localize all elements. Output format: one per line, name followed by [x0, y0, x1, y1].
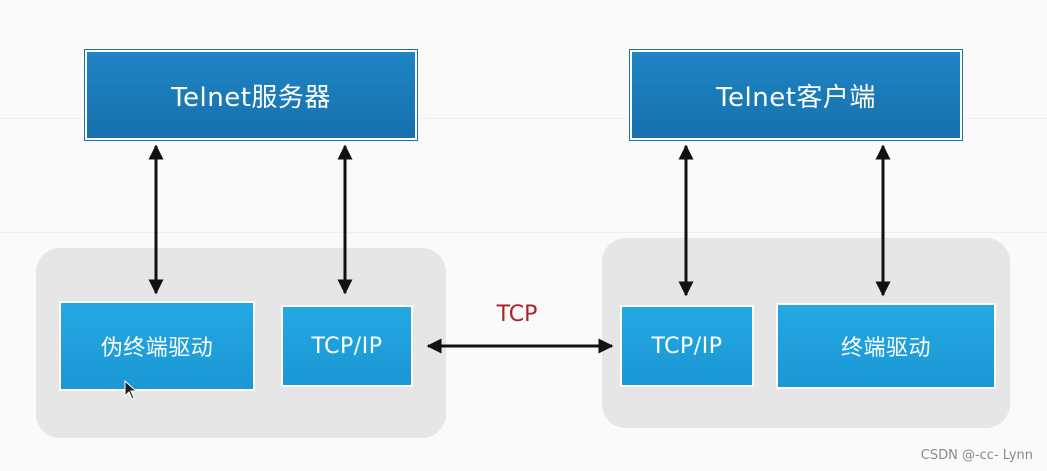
- client-tcpip-label: TCP/IP: [651, 333, 723, 359]
- server-tcpip-box: TCP/IP: [281, 305, 413, 387]
- client-tcpip-box: TCP/IP: [620, 305, 754, 387]
- telnet-client-label: Telnet客户端: [716, 82, 876, 113]
- pseudo-terminal-driver-label: 伪终端驱动: [100, 336, 214, 361]
- background-band: [0, 118, 1047, 119]
- watermark-text: CSDN @-cc- Lynn: [920, 448, 1033, 463]
- terminal-driver-box: 终端驱动: [776, 303, 996, 389]
- server-tcpip-label: TCP/IP: [311, 333, 383, 359]
- mouse-pointer-icon: [124, 380, 138, 400]
- telnet-client-box: Telnet客户端: [630, 50, 962, 140]
- telnet-server-box: Telnet服务器: [85, 50, 417, 140]
- telnet-server-label: Telnet服务器: [171, 82, 331, 113]
- pseudo-terminal-driver-box: 伪终端驱动: [59, 301, 255, 391]
- tcp-link-label: TCP: [496, 302, 538, 327]
- background-band: [0, 232, 1047, 233]
- terminal-driver-label: 终端驱动: [840, 336, 931, 361]
